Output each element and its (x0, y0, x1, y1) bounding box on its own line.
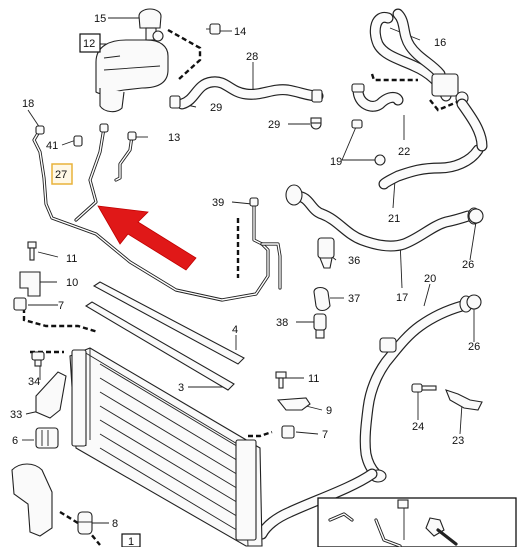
bracket-10 (19, 271, 41, 297)
sensor-23 (445, 389, 483, 411)
label-27: 27 (55, 169, 67, 181)
bush-7-right (281, 425, 295, 439)
hose-22 (351, 83, 404, 112)
label-29-top: 29 (210, 102, 222, 114)
label-9: 9 (326, 405, 332, 417)
label-12: 12 (83, 38, 95, 50)
label-23: 23 (452, 435, 464, 447)
hose-21 (378, 98, 488, 190)
part-number-labels: 15 14 12 28 16 18 29 29 41 13 22 19 27 2… (10, 13, 480, 547)
mount-6 (35, 427, 59, 449)
label-box-1 (121, 533, 141, 547)
label-28: 28 (246, 51, 258, 63)
label-34: 34 (28, 376, 40, 388)
label-7-right: 7 (322, 429, 328, 441)
label-41: 41 (46, 140, 58, 152)
label-39: 39 (212, 197, 224, 209)
label-18: 18 (22, 98, 34, 110)
highlight-box-27 (51, 163, 73, 185)
label-16: 16 (434, 37, 446, 49)
label-26-bottom: 26 (468, 341, 480, 353)
label-17: 17 (396, 292, 408, 304)
label-20: 20 (424, 273, 436, 285)
label-13: 13 (168, 132, 180, 144)
rubber-mount-8 (77, 511, 93, 535)
label-37: 37 (348, 293, 360, 305)
label-36: 36 (348, 255, 360, 267)
label-6: 6 (12, 435, 18, 447)
hose-17 (285, 184, 481, 252)
red-arrow-icon (97, 205, 197, 271)
bolt-11-right (275, 371, 287, 389)
label-8: 8 (112, 518, 118, 530)
clips-41-13-39 (35, 123, 259, 207)
label-15: 15 (94, 13, 106, 25)
label-38: 38 (276, 317, 288, 329)
hose-lower-right (256, 468, 378, 540)
label-33: 33 (10, 409, 22, 421)
leader-lines (22, 17, 477, 524)
label-14: 14 (234, 26, 246, 38)
label-box-12 (79, 33, 101, 53)
radiator (69, 347, 263, 547)
label-21: 21 (388, 213, 400, 225)
bleed-pipes (32, 126, 282, 302)
label-11-top: 11 (66, 253, 77, 265)
bolt-11-top (27, 241, 37, 261)
sensor-38 (313, 313, 327, 339)
bracket-9 (276, 397, 311, 411)
air-guide-left (11, 463, 53, 537)
sensor-36 (317, 237, 335, 269)
label-11-right: 11 (308, 373, 319, 385)
hose-16 (369, 8, 469, 105)
label-1: 1 (128, 536, 134, 547)
seal-strip-4 (92, 281, 245, 365)
bolt-34 (31, 351, 45, 367)
expansion-tank (95, 8, 169, 113)
clip-part-14 (206, 23, 221, 35)
seal-strip-3 (84, 301, 235, 391)
screw-24 (411, 383, 437, 393)
inset-detail-box (317, 497, 517, 547)
label-29-right: 29 (268, 119, 280, 131)
label-10: 10 (66, 277, 78, 289)
label-26-top: 26 (462, 259, 474, 271)
label-4: 4 (232, 324, 238, 336)
clamps-19 (351, 119, 386, 166)
sensor-37 (313, 286, 331, 312)
label-19: 19 (330, 156, 342, 168)
label-22: 22 (398, 146, 410, 158)
bracket-33 (35, 371, 67, 419)
label-7-left: 7 (58, 300, 64, 312)
hose-28 (169, 76, 324, 110)
label-3: 3 (178, 382, 184, 394)
clamp-29 (310, 117, 322, 130)
bush-7-left (13, 297, 27, 311)
clamps-26 (466, 208, 484, 310)
label-24: 24 (412, 421, 424, 433)
dashed-connectors (22, 28, 463, 546)
